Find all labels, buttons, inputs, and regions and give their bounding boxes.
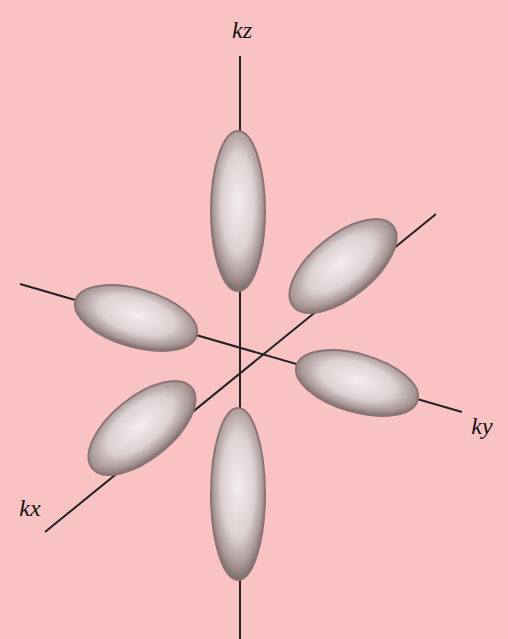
axis-label: kz <box>232 18 252 42</box>
axis-label: ky <box>471 414 492 438</box>
ellipsoid <box>274 202 412 331</box>
axis-label: kx <box>19 496 40 520</box>
ellipsoid <box>288 338 425 428</box>
ellipsoid <box>211 408 265 580</box>
ellipsoid <box>67 273 204 363</box>
ellipsoid <box>211 131 265 291</box>
ellipsoid <box>73 364 211 493</box>
